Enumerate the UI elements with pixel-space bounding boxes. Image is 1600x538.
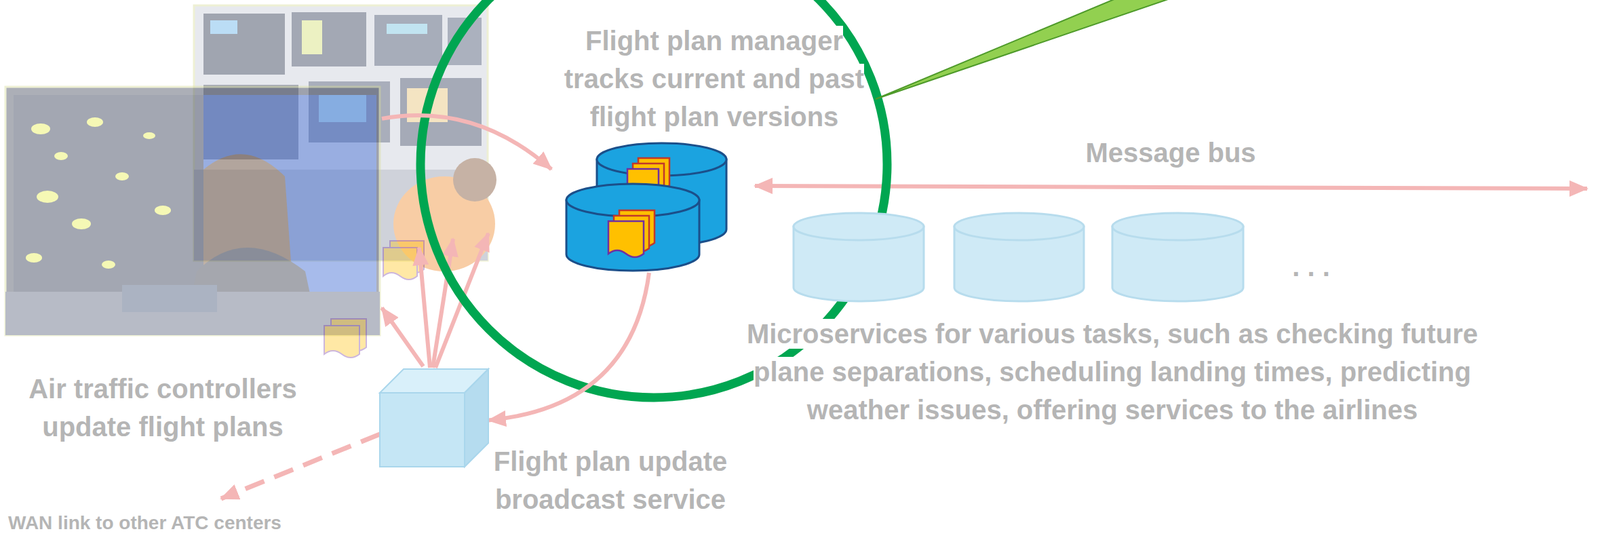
controllers-group: Air traffic controllers update flight pl…	[5, 86, 382, 336]
node-caption-block: Flight plan update broadcast service	[481, 442, 740, 519]
update-arrows	[419, 233, 489, 368]
wan-label-block: WAN link to other ATC centers	[8, 510, 388, 536]
ellipsis-label-block: . . .	[1270, 248, 1352, 285]
ellipsis-label: . . .	[1292, 251, 1331, 282]
callout-pointer	[875, 0, 1170, 100]
flow-arrow	[488, 272, 650, 421]
message-bus-line	[754, 185, 1588, 189]
node-caption-block: Air traffic controllers update flight pl…	[1, 369, 325, 446]
node-caption: Flight plan update broadcast service	[493, 446, 728, 515]
controller-photo	[5, 86, 380, 336]
flow-arrow	[381, 307, 424, 367]
wan-label: WAN link to other ATC centers	[8, 512, 282, 534]
node-shape	[379, 366, 489, 468]
broadcast-service-cube: Flight plan update broadcast service	[379, 366, 489, 468]
document-icon	[324, 240, 424, 358]
node-caption-block: Microservices for various tasks, such as…	[729, 314, 1496, 429]
node-caption: Microservices for various tasks, such as…	[746, 318, 1478, 425]
node-heading-block: Flight plan manager tracks current and p…	[551, 21, 877, 136]
flow-arrow	[381, 115, 552, 170]
microservices-group: Microservices for various tasks, such as…	[729, 203, 1496, 435]
bus-label-block: Message bus	[1035, 134, 1307, 171]
bus-label: Message bus	[1085, 137, 1256, 168]
node-heading: Flight plan manager tracks current and p…	[564, 25, 865, 132]
wan-link-arrow	[221, 434, 380, 499]
node-caption: Air traffic controllers update flight pl…	[28, 373, 298, 442]
